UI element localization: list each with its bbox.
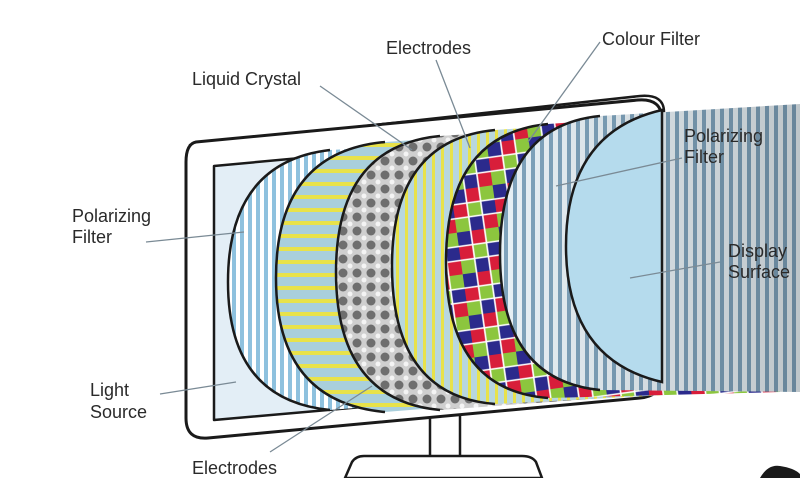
label-polarizing-filter-left-line2: Filter xyxy=(72,227,112,247)
leader-polarizing-filter-right xyxy=(555,157,683,187)
leader-display-surface xyxy=(629,261,721,279)
leader-light-source xyxy=(159,381,237,395)
leader-liquid-crystal xyxy=(319,85,413,151)
label-light-source-line1: Light xyxy=(90,380,129,400)
labels: Liquid Crystal Electrodes Colour Filter … xyxy=(72,29,790,478)
monitor-stand xyxy=(343,408,800,478)
label-liquid-crystal: Liquid Crystal xyxy=(192,69,301,89)
label-display-surface-line2: Surface xyxy=(728,262,790,282)
leader-polarizing-filter-left xyxy=(145,231,245,243)
label-electrodes-bottom: Electrodes xyxy=(192,458,277,478)
label-polarizing-filter-right-line2: Filter xyxy=(684,147,724,167)
leader-colour-filter xyxy=(527,41,601,143)
label-polarizing-filter-right-line1: Polarizing xyxy=(684,126,763,146)
label-electrodes-top: Electrodes xyxy=(386,38,471,58)
leader-electrodes-bottom xyxy=(269,385,373,453)
label-light-source-line2: Source xyxy=(90,402,147,422)
leader-lines xyxy=(145,41,721,453)
label-polarizing-filter-left-line1: Polarizing xyxy=(72,206,151,226)
leader-electrodes-top xyxy=(435,59,471,149)
label-colour-filter: Colour Filter xyxy=(602,29,700,49)
label-display-surface-line1: Display xyxy=(728,241,787,261)
